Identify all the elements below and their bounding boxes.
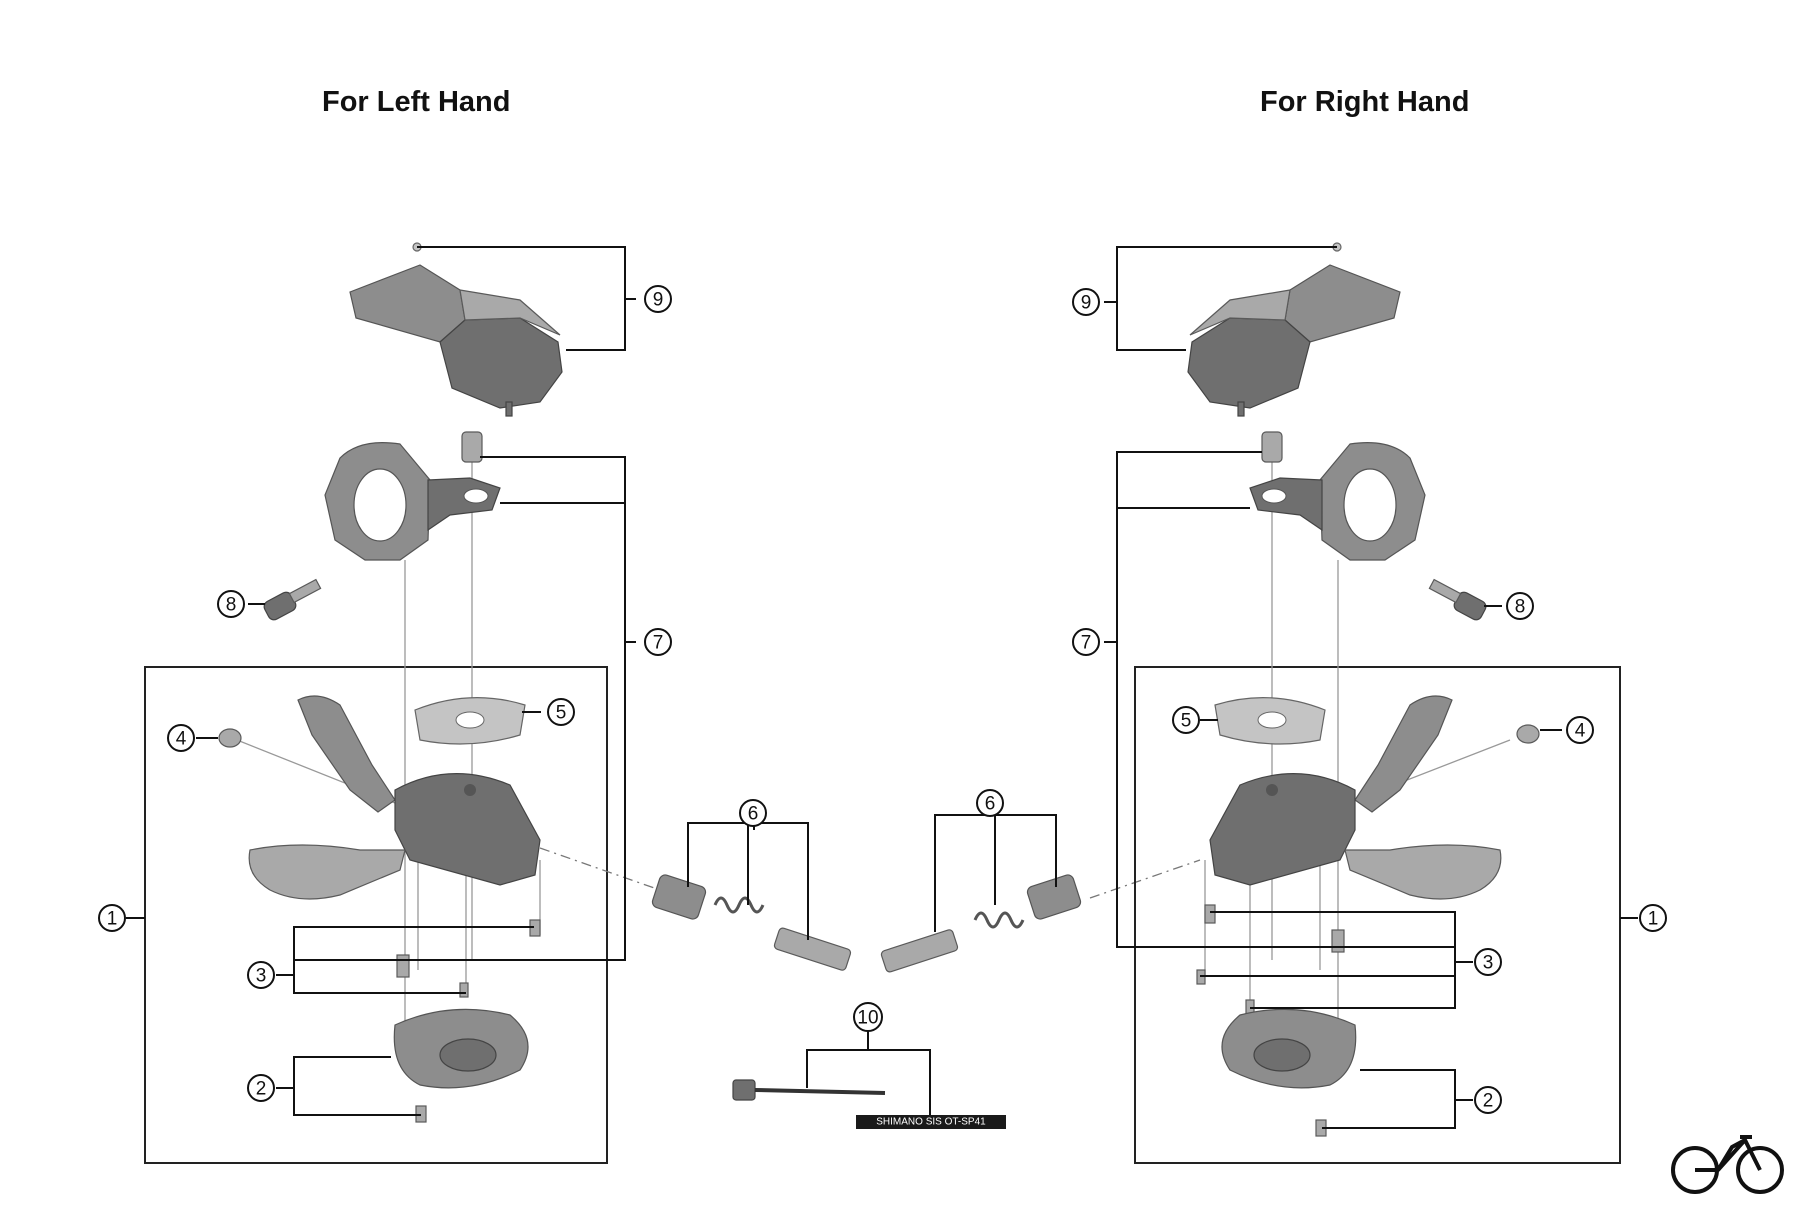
- right-clamp-band: [1249, 431, 1426, 561]
- left-shifter-body: [248, 695, 541, 900]
- right-callout-1: 1: [1639, 904, 1667, 932]
- right-shifter-body: [1209, 695, 1502, 900]
- right-callout-2: 2: [1474, 1086, 1502, 1114]
- right-screws: [1196, 904, 1345, 1015]
- svg-text:2: 2: [1483, 1091, 1494, 1112]
- svg-text:6: 6: [748, 804, 759, 825]
- callout-10-leader: [806, 1049, 931, 1115]
- svg-text:2: 2: [256, 1079, 267, 1100]
- bicycle-icon: [1671, 1135, 1784, 1194]
- right-callout-5: 5: [1172, 706, 1200, 734]
- svg-text:3: 3: [256, 966, 267, 987]
- right-callout-6: 6: [976, 789, 1004, 817]
- left-callout-6: 6: [739, 799, 767, 827]
- left-indicator-cover: [349, 242, 563, 417]
- left-callout-9: 9: [644, 285, 672, 313]
- left-callout-5: 5: [547, 698, 575, 726]
- left-callout-2: 2: [247, 1074, 275, 1102]
- svg-text:7: 7: [1081, 633, 1092, 654]
- inner-cable: SHIMANO SIS OT-SP41 10: [732, 1002, 1006, 1129]
- svg-text:9: 9: [1081, 293, 1092, 314]
- right-cable-adjuster-parts: 6: [880, 789, 1201, 973]
- right-callout-4: 4: [1566, 716, 1594, 744]
- left-hand-heading: For Left Hand: [322, 86, 511, 118]
- svg-text:4: 4: [176, 729, 187, 750]
- callout-10: 10: [853, 1002, 883, 1032]
- svg-text:10: 10: [857, 1008, 878, 1029]
- svg-text:7: 7: [653, 633, 664, 654]
- cable-packaging-strip: [856, 1115, 1006, 1129]
- left-clamp-bolt: [263, 578, 322, 621]
- left-callout-8: 8: [217, 590, 245, 618]
- right-callout-8: 8: [1506, 592, 1534, 620]
- left-bottom-cover: [393, 1008, 529, 1123]
- right-hand-assembly: 9 7 8 5 4 1 3 2: [1072, 242, 1667, 1164]
- right-callout-2-leader: [1322, 1069, 1456, 1129]
- left-callout-2-leader: [293, 1056, 421, 1116]
- left-callout-7: 7: [644, 628, 672, 656]
- right-callout-9-leader: [1116, 246, 1337, 351]
- left-shifter-unit-frame: [144, 666, 608, 1164]
- left-cap: [218, 728, 242, 748]
- svg-text:5: 5: [1181, 711, 1192, 732]
- svg-text:8: 8: [226, 595, 237, 616]
- right-callout-7-leader: [1116, 451, 1338, 948]
- left-callout-4: 4: [167, 724, 195, 752]
- left-callout-7-leader: [418, 456, 626, 961]
- svg-text:6: 6: [985, 794, 996, 815]
- svg-text:4: 4: [1575, 721, 1586, 742]
- right-cap: [1516, 724, 1540, 744]
- left-callout-3: 3: [247, 961, 275, 989]
- right-indicator-cover: [1187, 242, 1401, 417]
- svg-text:5: 5: [556, 703, 567, 724]
- svg-text:8: 8: [1515, 597, 1526, 618]
- svg-text:1: 1: [1648, 909, 1659, 930]
- left-callout-1: 1: [98, 904, 126, 932]
- right-cable-path-line: [1089, 859, 1201, 899]
- left-hand-assembly: 9 7 8 5 4 1 3 2: [98, 242, 672, 1164]
- left-indicator-plate: [414, 697, 526, 745]
- right-bottom-cover: [1221, 1008, 1357, 1137]
- left-cable-path-line: [539, 847, 661, 891]
- cable-label: SHIMANO SIS OT-SP41: [876, 1117, 986, 1128]
- right-callout-3-leader: [1210, 911, 1456, 1009]
- svg-text:9: 9: [653, 290, 664, 311]
- right-indicator-plate: [1214, 697, 1326, 745]
- left-clamp-band: [324, 431, 501, 561]
- right-hand-heading: For Right Hand: [1260, 86, 1470, 118]
- svg-text:3: 3: [1483, 953, 1494, 974]
- right-clamp-bolt: [1428, 578, 1487, 621]
- right-callout-3: 3: [1474, 948, 1502, 976]
- right-callout-9: 9: [1072, 288, 1100, 316]
- left-cable-adjuster-parts: 6: [651, 799, 852, 971]
- svg-text:1: 1: [107, 909, 118, 930]
- right-shifter-unit-frame: [1134, 666, 1621, 1164]
- right-callout-7: 7: [1072, 628, 1100, 656]
